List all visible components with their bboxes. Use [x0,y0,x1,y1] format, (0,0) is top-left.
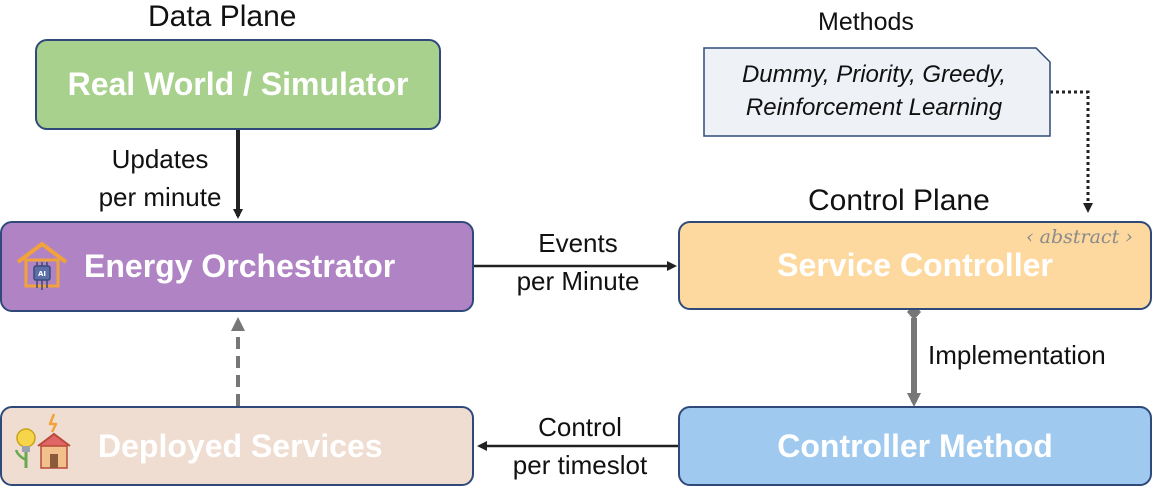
updates-label: Updates per minute [60,140,260,216]
control-label-line2: per timeslot [512,450,648,480]
methods-note-shape [703,47,1051,137]
methods-list: Dummy, Priority, Greedy, Reinforcement L… [704,58,1044,124]
events-label: Events per Minute [478,224,678,300]
updates-label-line1: Updates [111,144,209,174]
energy-orchestrator-label: Energy Orchestrator [84,248,396,284]
methods-line-1: Dummy, Priority, Greedy, [741,61,1007,88]
controller-method-box[interactable]: Controller Method [678,406,1152,486]
data-plane-label: Data Plane [148,0,297,33]
svg-text:AI: AI [38,270,46,278]
events-label-line2: per Minute [516,266,640,296]
control-plane-label: Control Plane [808,184,990,217]
service-controller-label: Service Controller [777,247,1053,283]
real-world-simulator-label: Real World / Simulator [67,66,409,102]
control-label: Control per timeslot [480,408,680,484]
abstract-tag: ‹ abstract › [1026,226,1133,248]
real-world-simulator-box[interactable]: Real World / Simulator [35,39,441,130]
methods-title: Methods [818,8,914,36]
service-controller-box[interactable]: Service Controller [678,221,1152,310]
energy-orchestrator-box[interactable]: Energy Orchestrator [0,221,474,312]
ai-chip-house-icon: AI [16,242,68,290]
bulb-house-icon [14,413,71,469]
controller-method-label: Controller Method [777,427,1053,464]
implementation-label: Implementation [928,340,1106,370]
updates-label-line2: per minute [98,182,222,212]
deployed-services-label: Deployed Services [98,427,383,464]
events-label-line1: Events [538,228,618,258]
deployed-services-box[interactable]: Deployed Services [0,406,474,486]
methods-line-2: Reinforcement Learning [745,94,1003,121]
control-label-line1: Control [538,412,622,442]
methods-dotted-connector [1050,90,1093,213]
